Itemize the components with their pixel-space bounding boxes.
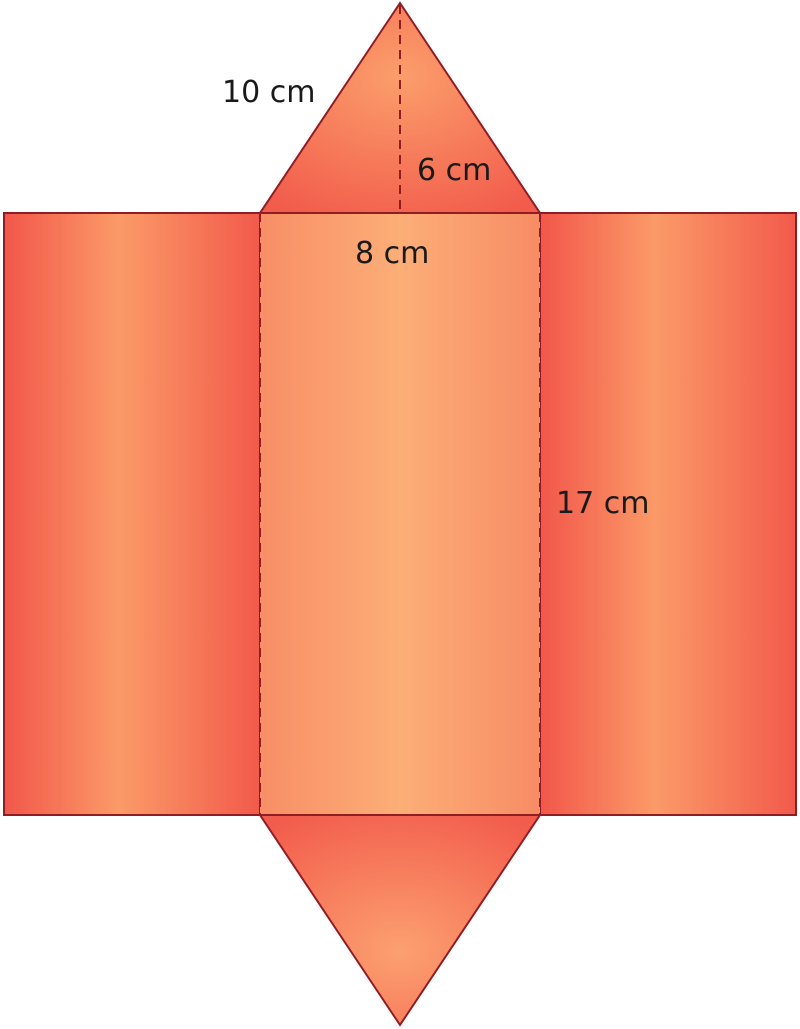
- prism-length-label: 17 cm: [556, 486, 649, 521]
- triangle-height-label: 6 cm: [417, 153, 491, 188]
- slant-edge-label: 10 cm: [222, 75, 315, 110]
- right-rectangle-face: [539, 212, 797, 816]
- bottom-triangle-face: [258, 814, 542, 1027]
- triangle-base-label: 8 cm: [355, 236, 429, 271]
- center-rectangle-face: [260, 213, 540, 815]
- fold-lines: [259, 212, 541, 816]
- left-rectangle-face: [3, 212, 261, 816]
